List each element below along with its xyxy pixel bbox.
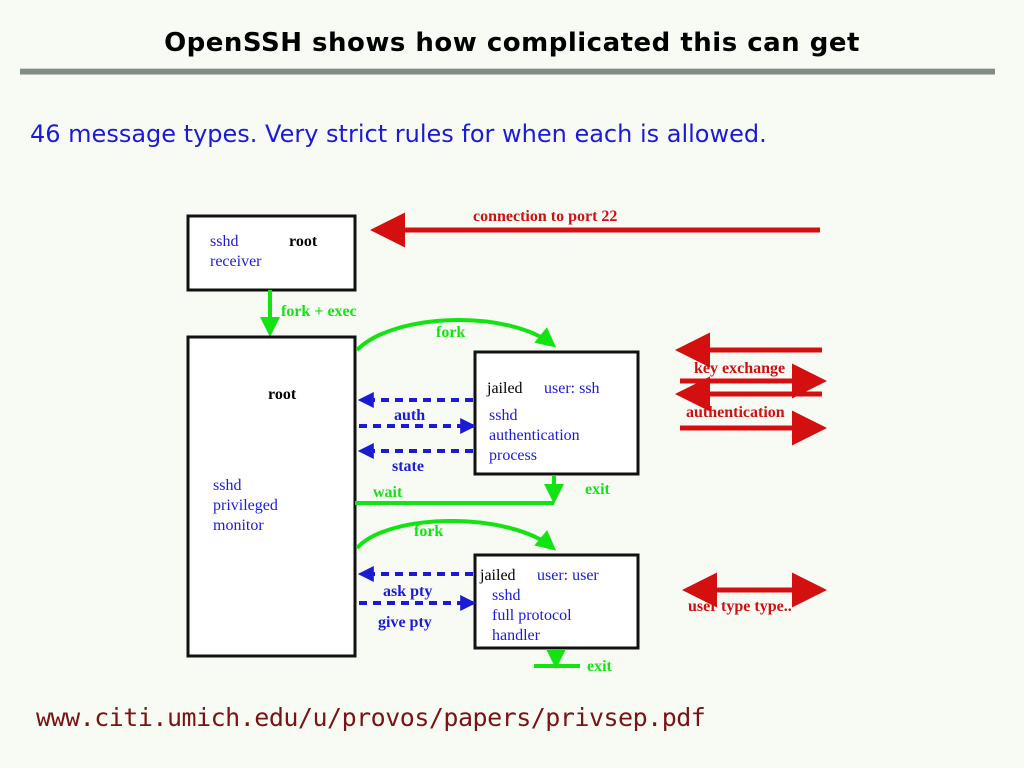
- subtitle-text: 46 message types. Very strict rules for …: [30, 120, 767, 148]
- label-exit-handler: exit: [587, 658, 613, 675]
- arrow-fork-to-protocol-handler: [355, 519, 557, 551]
- label-auth: auth: [394, 407, 425, 424]
- label-give-pty: give pty: [378, 614, 432, 631]
- box-jailed-auth-jail-tag: jailed: [486, 380, 523, 397]
- box-jailed-handler-user-tag: user: user: [537, 567, 599, 584]
- box-privileged-monitor-line-3: monitor: [213, 517, 264, 534]
- box-jailed-handler-line-1: sshd: [492, 587, 520, 604]
- label-fork-exec: fork + exec: [281, 303, 357, 320]
- label-user-type: user type type..: [688, 598, 792, 615]
- label-wait: wait: [373, 484, 403, 501]
- box-jailed-handler-jail-tag: jailed: [479, 567, 516, 584]
- box-jailed-handler-line-2: full protocol: [492, 607, 572, 624]
- label-state: state: [392, 458, 424, 475]
- box-jailed-auth-line-1: sshd: [489, 407, 517, 424]
- label-authentication: authentication: [686, 404, 785, 421]
- box-jailed-handler-line-3: handler: [492, 627, 541, 644]
- box-privileged-monitor-line-1: sshd: [213, 477, 241, 494]
- label-connection-to-port-22: connection to port 22: [473, 208, 617, 225]
- box-jailed-auth-user-tag: user: ssh: [544, 380, 600, 397]
- box-sshd-receiver-owner: root: [289, 233, 318, 250]
- label-fork-auth: fork: [436, 324, 465, 341]
- box-privileged-monitor-owner: root: [268, 386, 297, 403]
- box-privileged-monitor-line-2: privileged: [213, 497, 278, 514]
- label-exit-auth: exit: [585, 481, 611, 498]
- label-fork-handler: fork: [414, 523, 443, 540]
- arrow-fork-to-auth-process: [355, 318, 557, 352]
- footer-url: www.citi.umich.edu/u/provos/papers/privs…: [36, 703, 706, 732]
- box-jailed-auth-line-3: process: [489, 447, 537, 464]
- box-jailed-auth-line-2: authentication: [489, 427, 580, 444]
- box-privileged-monitor: [186, 335, 357, 658]
- box-jailed-auth-process: [473, 350, 640, 476]
- page-title: OpenSSH shows how complicated this can g…: [164, 28, 860, 58]
- box-sshd-receiver-line-1: sshd: [210, 233, 238, 250]
- box-sshd-receiver-line-2: receiver: [210, 253, 262, 270]
- label-ask-pty: ask pty: [383, 583, 432, 600]
- title-divider: [20, 68, 995, 75]
- label-key-exchange: key exchange: [694, 360, 785, 377]
